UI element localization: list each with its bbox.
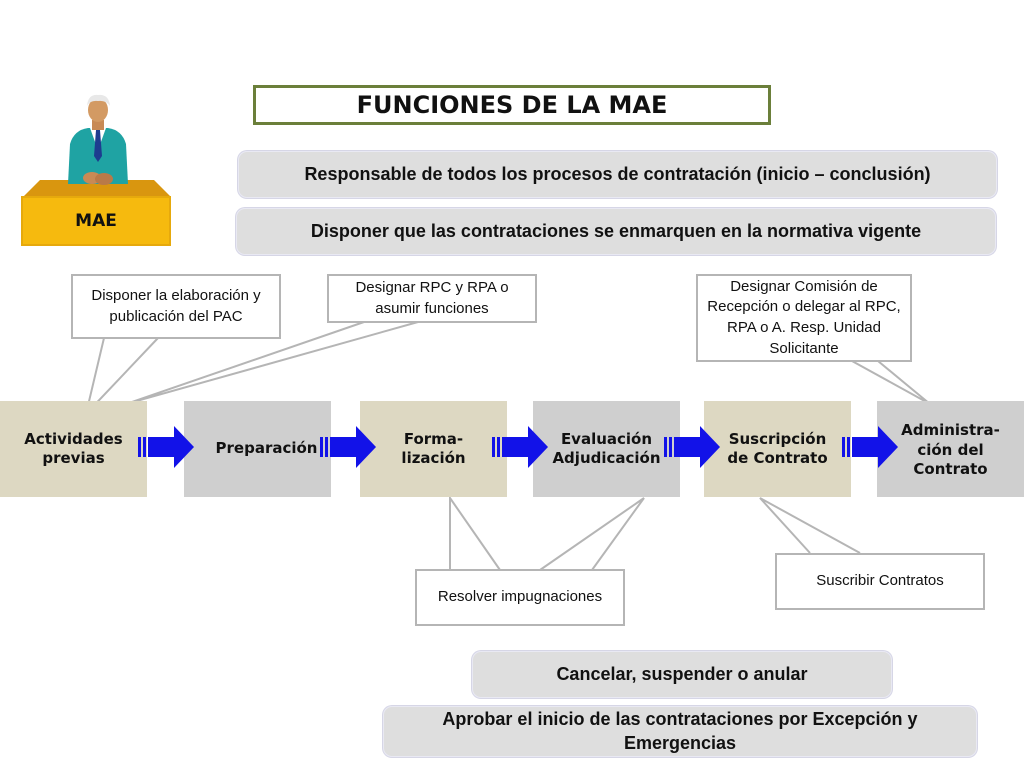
callout-comision: Designar Comisión de Recepción o delegar…: [696, 274, 912, 362]
impugnaciones-tail-right: [539, 497, 645, 571]
callout-rpc: Designar RPC y RPA o asumir funciones: [327, 274, 537, 323]
process-administracion-contrato: Administra- ción del Contrato: [877, 401, 1024, 497]
process-formalizacion: Forma- lización: [360, 401, 507, 497]
statement-cancelar: Cancelar, suspender o anular: [472, 651, 892, 698]
process-actividades-previas: Actividades previas: [0, 401, 147, 497]
mae-box: MAE: [21, 196, 171, 246]
arrow-right-icon: [320, 426, 376, 468]
suscribir-tail: [759, 497, 861, 554]
callout-pac: Disponer la elaboración y publicación de…: [71, 274, 281, 339]
impugnaciones-tail-left: [449, 494, 501, 571]
process-suscripcion-contrato: Suscripción de Contrato: [704, 401, 851, 497]
statement-aprobar: Aprobar el inicio de las contrataciones …: [383, 706, 977, 757]
page-title: FUNCIONES DE LA MAE: [253, 85, 771, 125]
arrow-right-icon: [664, 426, 720, 468]
arrow-right-icon: [842, 426, 898, 468]
arrow-right-icon: [492, 426, 548, 468]
statement-responsable: Responsable de todos los procesos de con…: [238, 151, 997, 198]
callout-impugnaciones: Resolver impugnaciones: [415, 569, 625, 626]
person-figure-icon: [24, 94, 170, 196]
statement-disponer: Disponer que las contrataciones se enmar…: [236, 208, 996, 255]
callout-suscribir: Suscribir Contratos: [775, 553, 985, 610]
arrow-right-icon: [138, 426, 194, 468]
process-preparacion: Preparación: [184, 401, 331, 497]
process-evaluacion-adjudicacion: Evaluación Adjudicación: [533, 401, 680, 497]
